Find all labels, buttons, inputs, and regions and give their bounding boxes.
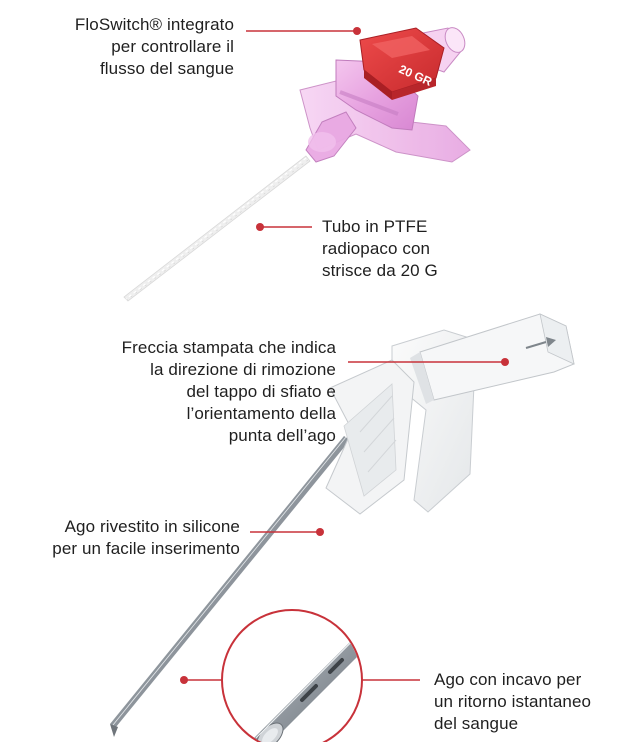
floswitch-cap: 20 GR: [359, 27, 445, 100]
callout-line-arrow: [348, 358, 509, 366]
callout-bevel: Ago con incavo per un ritorno istantaneo…: [434, 670, 592, 733]
callout-line-tube: [256, 223, 312, 231]
needle-shaft: [110, 436, 350, 737]
bevel-magnifier: [221, 609, 363, 742]
vent-cap-device: [110, 313, 575, 737]
callout-line-bevel-left: [180, 676, 222, 684]
callout-needle: Ago rivestito in silicone per un facile …: [52, 517, 240, 558]
callout-tube: Tubo in PTFE radiopaco con strisce da 20…: [322, 217, 438, 280]
printed-arrow-icon: [525, 337, 556, 349]
callout-arrow: Freccia stampata che indica la direzione…: [121, 338, 336, 445]
callout-line-floswitch: [246, 27, 361, 35]
cannula-device: 20 GR: [123, 27, 471, 302]
callout-floswitch: FloSwitch® integrato per controllare il …: [74, 15, 234, 78]
ptfe-tube: [123, 155, 311, 302]
callout-line-needle: [250, 528, 324, 536]
